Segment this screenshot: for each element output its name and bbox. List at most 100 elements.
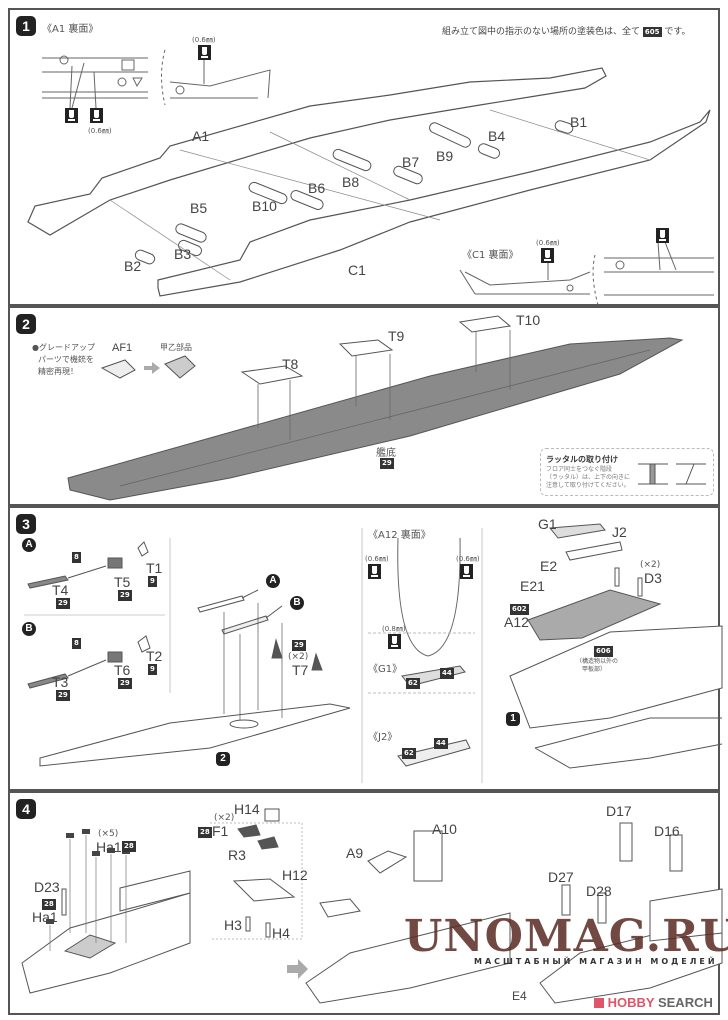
upgrade-from-label: AF1 xyxy=(112,342,133,354)
part-label-t7: T7 xyxy=(292,662,309,678)
ha1-qty: (×5) xyxy=(98,829,119,839)
color-badge: 29 xyxy=(56,598,70,609)
step-4-diagram xyxy=(21,808,723,1004)
part-label-t2: T2 xyxy=(146,648,163,664)
install-marker-b: B xyxy=(290,596,304,610)
deck-note: （構造物以外の 甲板部） xyxy=(576,658,619,673)
step-2-panel: 2 ●グレードアップ パーツで機銃を 精密再現！ AF1 甲乙部品 xyxy=(8,306,720,506)
drill-size: (0.6㎜) xyxy=(365,555,389,563)
color-badge: 62 xyxy=(406,678,420,689)
ref-step-1: 1 xyxy=(506,712,520,726)
part-label-b7: B7 xyxy=(402,154,420,170)
part-label-a12: A12 xyxy=(504,614,529,630)
color-badge: 28 xyxy=(42,899,56,910)
install-marker-a: A xyxy=(266,574,280,588)
part-label-g1: G1 xyxy=(538,516,557,532)
color-code-badge: 605 xyxy=(642,27,662,37)
watermark-sub: МАСШТАБНЫЙ МАГАЗИН МОДЕЛЕЙ xyxy=(474,957,718,966)
part-label-c1: C1 xyxy=(348,262,366,278)
f1-qty: (×2) xyxy=(214,813,235,823)
ship-left xyxy=(21,870,191,994)
color-badge: 606 xyxy=(594,646,613,657)
part-label-a9: A9 xyxy=(346,845,364,861)
part-label-e4: E4 xyxy=(512,989,527,1003)
drill-icon xyxy=(368,564,381,579)
deck-assembly xyxy=(509,523,723,769)
b-parts xyxy=(134,120,574,265)
t7-qty: (×2) xyxy=(288,652,309,662)
part-label-a1: A1 xyxy=(192,128,210,144)
logo-icon xyxy=(594,998,604,1008)
subassembly xyxy=(232,808,296,938)
color-badge: 29 xyxy=(118,590,132,601)
color-badge: 44 xyxy=(434,738,448,749)
part-label-d27: D27 xyxy=(548,869,574,885)
gun-b-diagram xyxy=(27,635,151,689)
part-d23 xyxy=(61,888,67,916)
gun-a-diagram xyxy=(27,541,149,589)
source-logo: HOBBY SEARCH xyxy=(594,995,713,1010)
step-2-diagram xyxy=(67,315,706,501)
part-label-d17: D17 xyxy=(606,803,632,819)
step-number-3: 3 xyxy=(16,514,36,534)
a1-rear-label: 《A1 裏面》 xyxy=(42,24,99,35)
drill-size: (0.6㎜) xyxy=(192,36,216,44)
hull-bottom-color: 29 xyxy=(380,458,394,469)
part-label-e2: E2 xyxy=(540,558,558,574)
a1-rear-detail xyxy=(42,49,271,109)
part-label-t1: T1 xyxy=(146,560,163,576)
a12-rear-detail xyxy=(368,537,475,694)
part-label-b3: B3 xyxy=(174,246,192,262)
color-badge: 28 xyxy=(198,827,212,838)
drill-icon xyxy=(388,634,401,649)
drill-icon xyxy=(198,45,211,60)
plate-t9 xyxy=(338,339,394,357)
color-badge: 8 xyxy=(72,552,81,563)
drill-icon xyxy=(656,228,669,243)
part-label-d3: D3 xyxy=(644,570,662,586)
watermark-main: UNOMAG.RU xyxy=(404,911,728,962)
step-number-1: 1 xyxy=(16,16,36,36)
drill-size: (0.8㎜) xyxy=(382,625,406,633)
part-label-j2: J2 xyxy=(612,524,627,540)
part-label-b6: B6 xyxy=(308,180,326,196)
step-3-panel: 3 xyxy=(8,506,723,791)
part-label-ha1-single: Ha1 xyxy=(32,909,58,925)
drill-icon xyxy=(65,108,78,123)
step-number-4: 4 xyxy=(16,799,36,819)
upgrade-to-label: 甲乙部品 xyxy=(160,343,192,352)
color-badge: 29 xyxy=(292,640,306,651)
j2-label: 《J2》 xyxy=(368,732,398,743)
c1-rear-label: 《C1 裏面》 xyxy=(462,250,519,261)
hull-c1 xyxy=(157,109,711,297)
plate-t10 xyxy=(458,315,512,333)
drill-size: (0.6㎜) xyxy=(536,239,560,247)
sub-marker-a: A xyxy=(22,538,36,552)
step-3-diagram xyxy=(24,523,723,783)
color-badge: 602 xyxy=(510,604,529,615)
part-label-b8: B8 xyxy=(342,174,360,190)
color-badge: 62 xyxy=(402,748,416,759)
color-badge: 44 xyxy=(440,668,454,679)
arrow-right-icon xyxy=(144,362,160,374)
ship-middle xyxy=(305,830,511,1004)
part-label-t9: T9 xyxy=(388,328,405,344)
part-label-h4: H4 xyxy=(272,925,290,941)
part-label-ha1-group: Ha1 xyxy=(96,839,122,855)
ladder-note-box xyxy=(540,448,714,496)
part-label-t6: T6 xyxy=(114,662,131,678)
hull-a1 xyxy=(27,67,607,236)
c1-rear-detail xyxy=(459,241,714,306)
color-badge: 9 xyxy=(148,664,157,675)
part-label-b4: B4 xyxy=(488,128,506,144)
ladder-note-text: フロア同士をつなぐ階段 （ラッタル）は、上下の向きに 注意して取り付けてください… xyxy=(546,466,631,489)
a12-rear-label: 《A12 裏面》 xyxy=(368,530,431,541)
color-badge: 9 xyxy=(148,576,157,587)
ship-right xyxy=(539,822,723,1004)
step-1-diagram xyxy=(27,49,714,306)
drill-icon xyxy=(541,248,554,263)
part-label-d16: D16 xyxy=(654,823,680,839)
color-badge: 29 xyxy=(56,690,70,701)
header-note: 組み立て図中の指示のない場所の塗装色は、全て 605 です。 xyxy=(442,27,691,37)
part-label-t3: T3 xyxy=(52,674,69,690)
